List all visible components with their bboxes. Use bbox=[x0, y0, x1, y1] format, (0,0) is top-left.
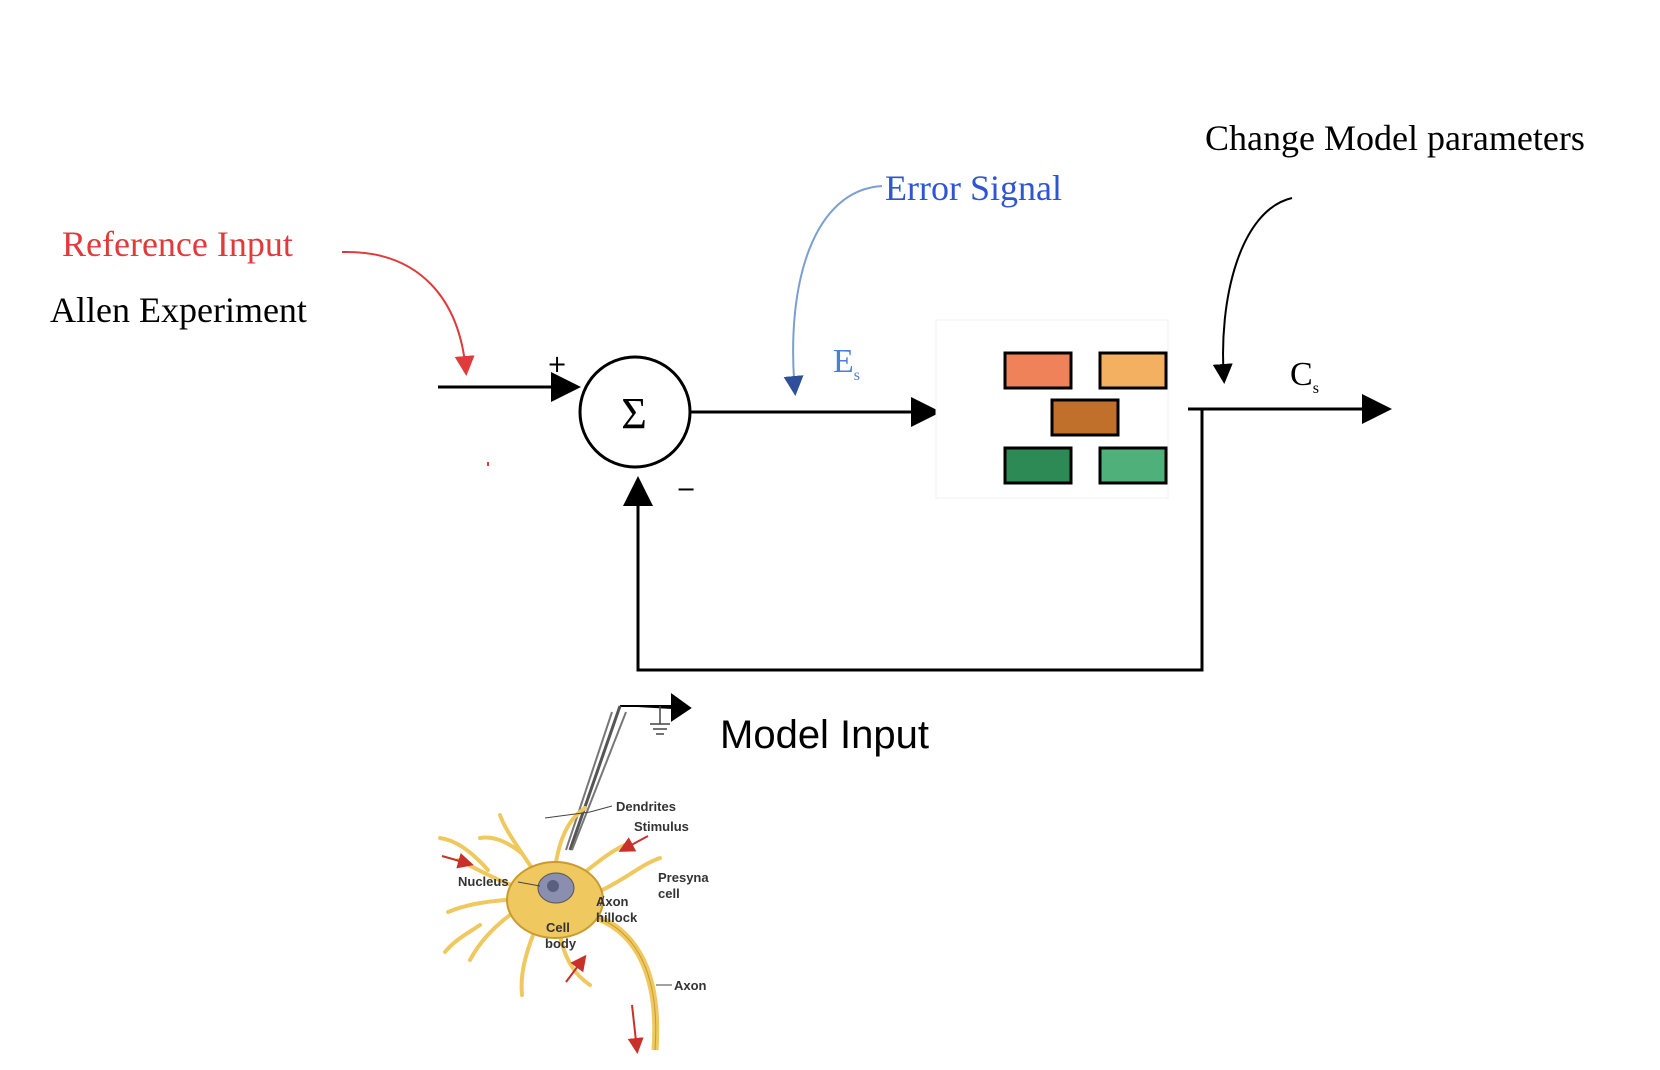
model-unit-1 bbox=[1003, 351, 1073, 390]
neuron-label-stimulus: Stimulus bbox=[634, 819, 689, 834]
summing-junction bbox=[578, 355, 692, 469]
reference-input-pointer-arrow bbox=[341, 250, 475, 376]
error-signal-pointer-arrow bbox=[783, 185, 883, 396]
feedback-path bbox=[623, 409, 1204, 672]
model-unit-5 bbox=[1098, 446, 1168, 485]
electrode-icon bbox=[565, 693, 692, 851]
neuron-label-axon: Axon bbox=[674, 978, 707, 993]
cs-label: Cs bbox=[1290, 356, 1319, 397]
plus-sign: + bbox=[547, 350, 567, 378]
model-unit-4 bbox=[1003, 446, 1073, 485]
neuron-illustration: Dendrites Stimulus Nucleus Presyna cell … bbox=[438, 799, 712, 1054]
neuron-label-axon-hillock: Axon hillock bbox=[596, 894, 638, 925]
allen-experiment-label: Allen Experiment bbox=[50, 290, 307, 330]
reference-input-label: Reference Input bbox=[62, 224, 293, 264]
es-label: Es bbox=[833, 343, 860, 384]
change-model-parameters-label: Change Model parameters bbox=[1205, 118, 1585, 158]
ground-icon bbox=[650, 706, 670, 735]
minus-sign: − bbox=[676, 475, 696, 503]
model-input-label: Model Input bbox=[720, 713, 929, 757]
error-signal-label: Error Signal bbox=[885, 168, 1062, 208]
model-unit-2 bbox=[1098, 351, 1168, 390]
neuron-label-dendrites: Dendrites bbox=[616, 799, 676, 814]
sigma-symbol: Σ bbox=[621, 389, 647, 438]
neuron-label-presynaptic: Presyna cell bbox=[658, 870, 712, 901]
neuron-label-cell-body: Cell body bbox=[545, 920, 577, 951]
model-unit-3 bbox=[1050, 398, 1120, 437]
change-parameters-pointer-arrow bbox=[1212, 197, 1293, 384]
neuron-label-nucleus: Nucleus bbox=[458, 874, 509, 889]
